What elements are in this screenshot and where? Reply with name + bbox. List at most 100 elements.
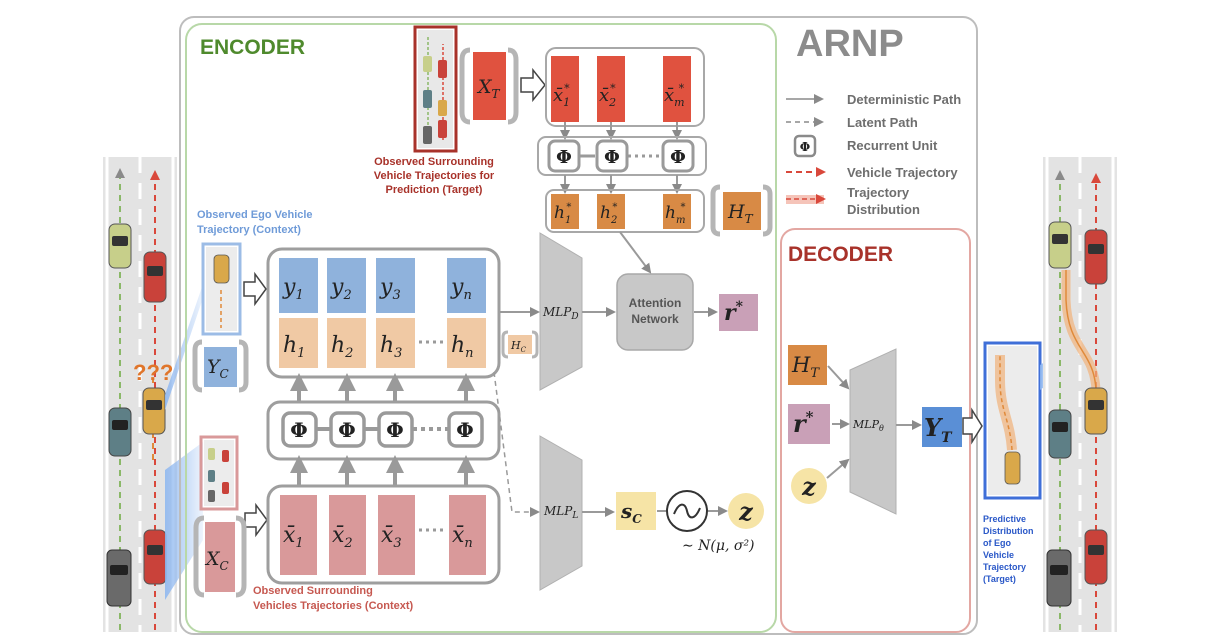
svg-text:yn: yn	[450, 275, 472, 303]
x-t-input: XT	[459, 47, 519, 125]
svg-text:Φ: Φ	[800, 140, 810, 154]
svg-text:Distribution: Distribution	[983, 526, 1034, 536]
context-recurrent-row	[266, 400, 501, 461]
svg-text:hn: hn	[451, 333, 474, 361]
svg-text:Φ: Φ	[290, 418, 307, 442]
svg-text:Recurrent Unit: Recurrent Unit	[847, 138, 938, 153]
svg-text:Vehicle: Vehicle	[983, 550, 1014, 560]
ego-h3: h3	[376, 318, 415, 368]
sampler-icon	[666, 490, 708, 532]
svg-text:Trajectory: Trajectory	[983, 562, 1026, 572]
mlp-l-block: MLPL	[539, 435, 583, 591]
s-c-box: sC	[616, 492, 656, 530]
question-marks: ???	[133, 360, 173, 385]
svg-text:Φ: Φ	[386, 418, 403, 442]
phi-unit: Φ	[377, 411, 414, 448]
ego-encoder-group	[266, 247, 501, 379]
svg-text:MLPL: MLPL	[543, 504, 578, 521]
svg-text:Latent Path: Latent Path	[847, 115, 918, 130]
latent-path	[493, 371, 540, 517]
svg-text:z: z	[801, 472, 817, 501]
hollow-arrow-icon	[244, 502, 268, 538]
svg-text:Φ: Φ	[604, 147, 620, 168]
phi-unit: Φ	[329, 411, 366, 448]
svg-text:Attention: Attention	[629, 296, 682, 310]
svg-text:h2: h2	[331, 333, 353, 361]
arrow	[827, 365, 850, 390]
target-caption: Observed Surrounding Vehicle Trajectorie…	[374, 156, 495, 196]
svg-text:of Ego: of Ego	[983, 538, 1011, 548]
context-beam	[165, 442, 203, 600]
svg-text:Vehicles Trajectories (Context: Vehicles Trajectories (Context)	[253, 600, 414, 612]
h-c-output: HC	[501, 330, 539, 359]
x-c-input: XC	[193, 515, 247, 598]
car-icon	[1084, 229, 1108, 285]
context-xn: x̄n	[449, 495, 486, 575]
target-recurrent-row	[537, 136, 707, 176]
svg-text:sC: sC	[620, 499, 642, 526]
svg-text:x̄2: x̄2	[332, 523, 353, 551]
hollow-arrow-icon	[520, 67, 546, 103]
car-icon	[1046, 549, 1072, 607]
svg-text:Observed Surrounding: Observed Surrounding	[253, 585, 373, 597]
svg-text:h1*: h1*	[554, 202, 571, 226]
surround-caption: Observed Surrounding Vehicles Trajectori…	[253, 585, 414, 612]
target-observation-image	[413, 25, 458, 153]
ego-h2: h2	[327, 318, 366, 368]
ego-observation-image	[201, 242, 242, 336]
target-hidden-group	[545, 189, 705, 233]
svg-text:MLPθ: MLPθ	[852, 418, 884, 433]
ego-h1: h1	[279, 318, 318, 368]
decoder-z: z	[791, 468, 827, 504]
svg-text:XC: XC	[204, 548, 229, 573]
ego-y1: y1	[279, 258, 318, 313]
decoder-r-star: r*	[788, 404, 830, 444]
ego-y2: y2	[327, 258, 366, 313]
y-c-input: YC	[192, 339, 249, 393]
attention-network: Attention Network	[616, 273, 694, 351]
arrow	[826, 458, 850, 479]
svg-text:hm*: hm*	[665, 202, 685, 226]
mlp-theta-block: MLPθ	[849, 348, 897, 515]
svg-text:x̄3: x̄3	[381, 523, 402, 551]
svg-text:Φ: Φ	[338, 418, 355, 442]
svg-text:Trajectory: Trajectory	[847, 185, 910, 200]
target-state-group	[545, 47, 705, 127]
context-x1: x̄1	[280, 495, 317, 575]
distribution-label: ∼ N(μ, σ²)	[682, 538, 755, 554]
phi-unit: Φ	[281, 411, 318, 448]
svg-text:Φ: Φ	[556, 147, 572, 168]
arnp-frame	[179, 16, 978, 635]
prediction-image	[983, 341, 1042, 500]
mlp-d-block: MLPD	[539, 232, 583, 391]
svg-text:Φ: Φ	[670, 147, 686, 168]
r-star-output: r*	[719, 294, 758, 331]
svg-text:Predictive: Predictive	[983, 514, 1026, 524]
ego-beam	[165, 284, 203, 410]
svg-text:z: z	[738, 497, 754, 526]
svg-text:x̄1: x̄1	[283, 523, 304, 551]
svg-text:Vehicle Trajectories for: Vehicle Trajectories for	[374, 170, 495, 182]
decoder-y-t: YT	[922, 407, 962, 447]
svg-text:y1: y1	[282, 275, 304, 303]
svg-text:Vehicle Trajectory: Vehicle Trajectory	[847, 165, 958, 180]
context-state-group	[266, 484, 501, 585]
phi-unit: Φ	[595, 139, 629, 173]
svg-text:YC: YC	[207, 356, 229, 381]
svg-text:Observed Surrounding: Observed Surrounding	[374, 156, 494, 168]
svg-text:Trajectory (Context): Trajectory (Context)	[197, 224, 301, 236]
phi-unit: Φ	[547, 139, 581, 173]
svg-text:Deterministic Path: Deterministic Path	[847, 92, 961, 107]
car-icon	[143, 251, 167, 303]
arnp-title: ARNP	[796, 23, 904, 65]
hollow-arrow-icon	[243, 271, 267, 307]
svg-text:Distribution: Distribution	[847, 202, 920, 217]
svg-text:h3: h3	[380, 333, 402, 361]
h-t-output: HT	[710, 184, 773, 237]
svg-text:x̄2*: x̄2*	[599, 82, 616, 109]
car-icon	[143, 529, 167, 585]
decoder-h-t: HT	[788, 345, 827, 385]
svg-text:x̄1*: x̄1*	[553, 82, 570, 109]
context-x2: x̄2	[329, 495, 366, 575]
